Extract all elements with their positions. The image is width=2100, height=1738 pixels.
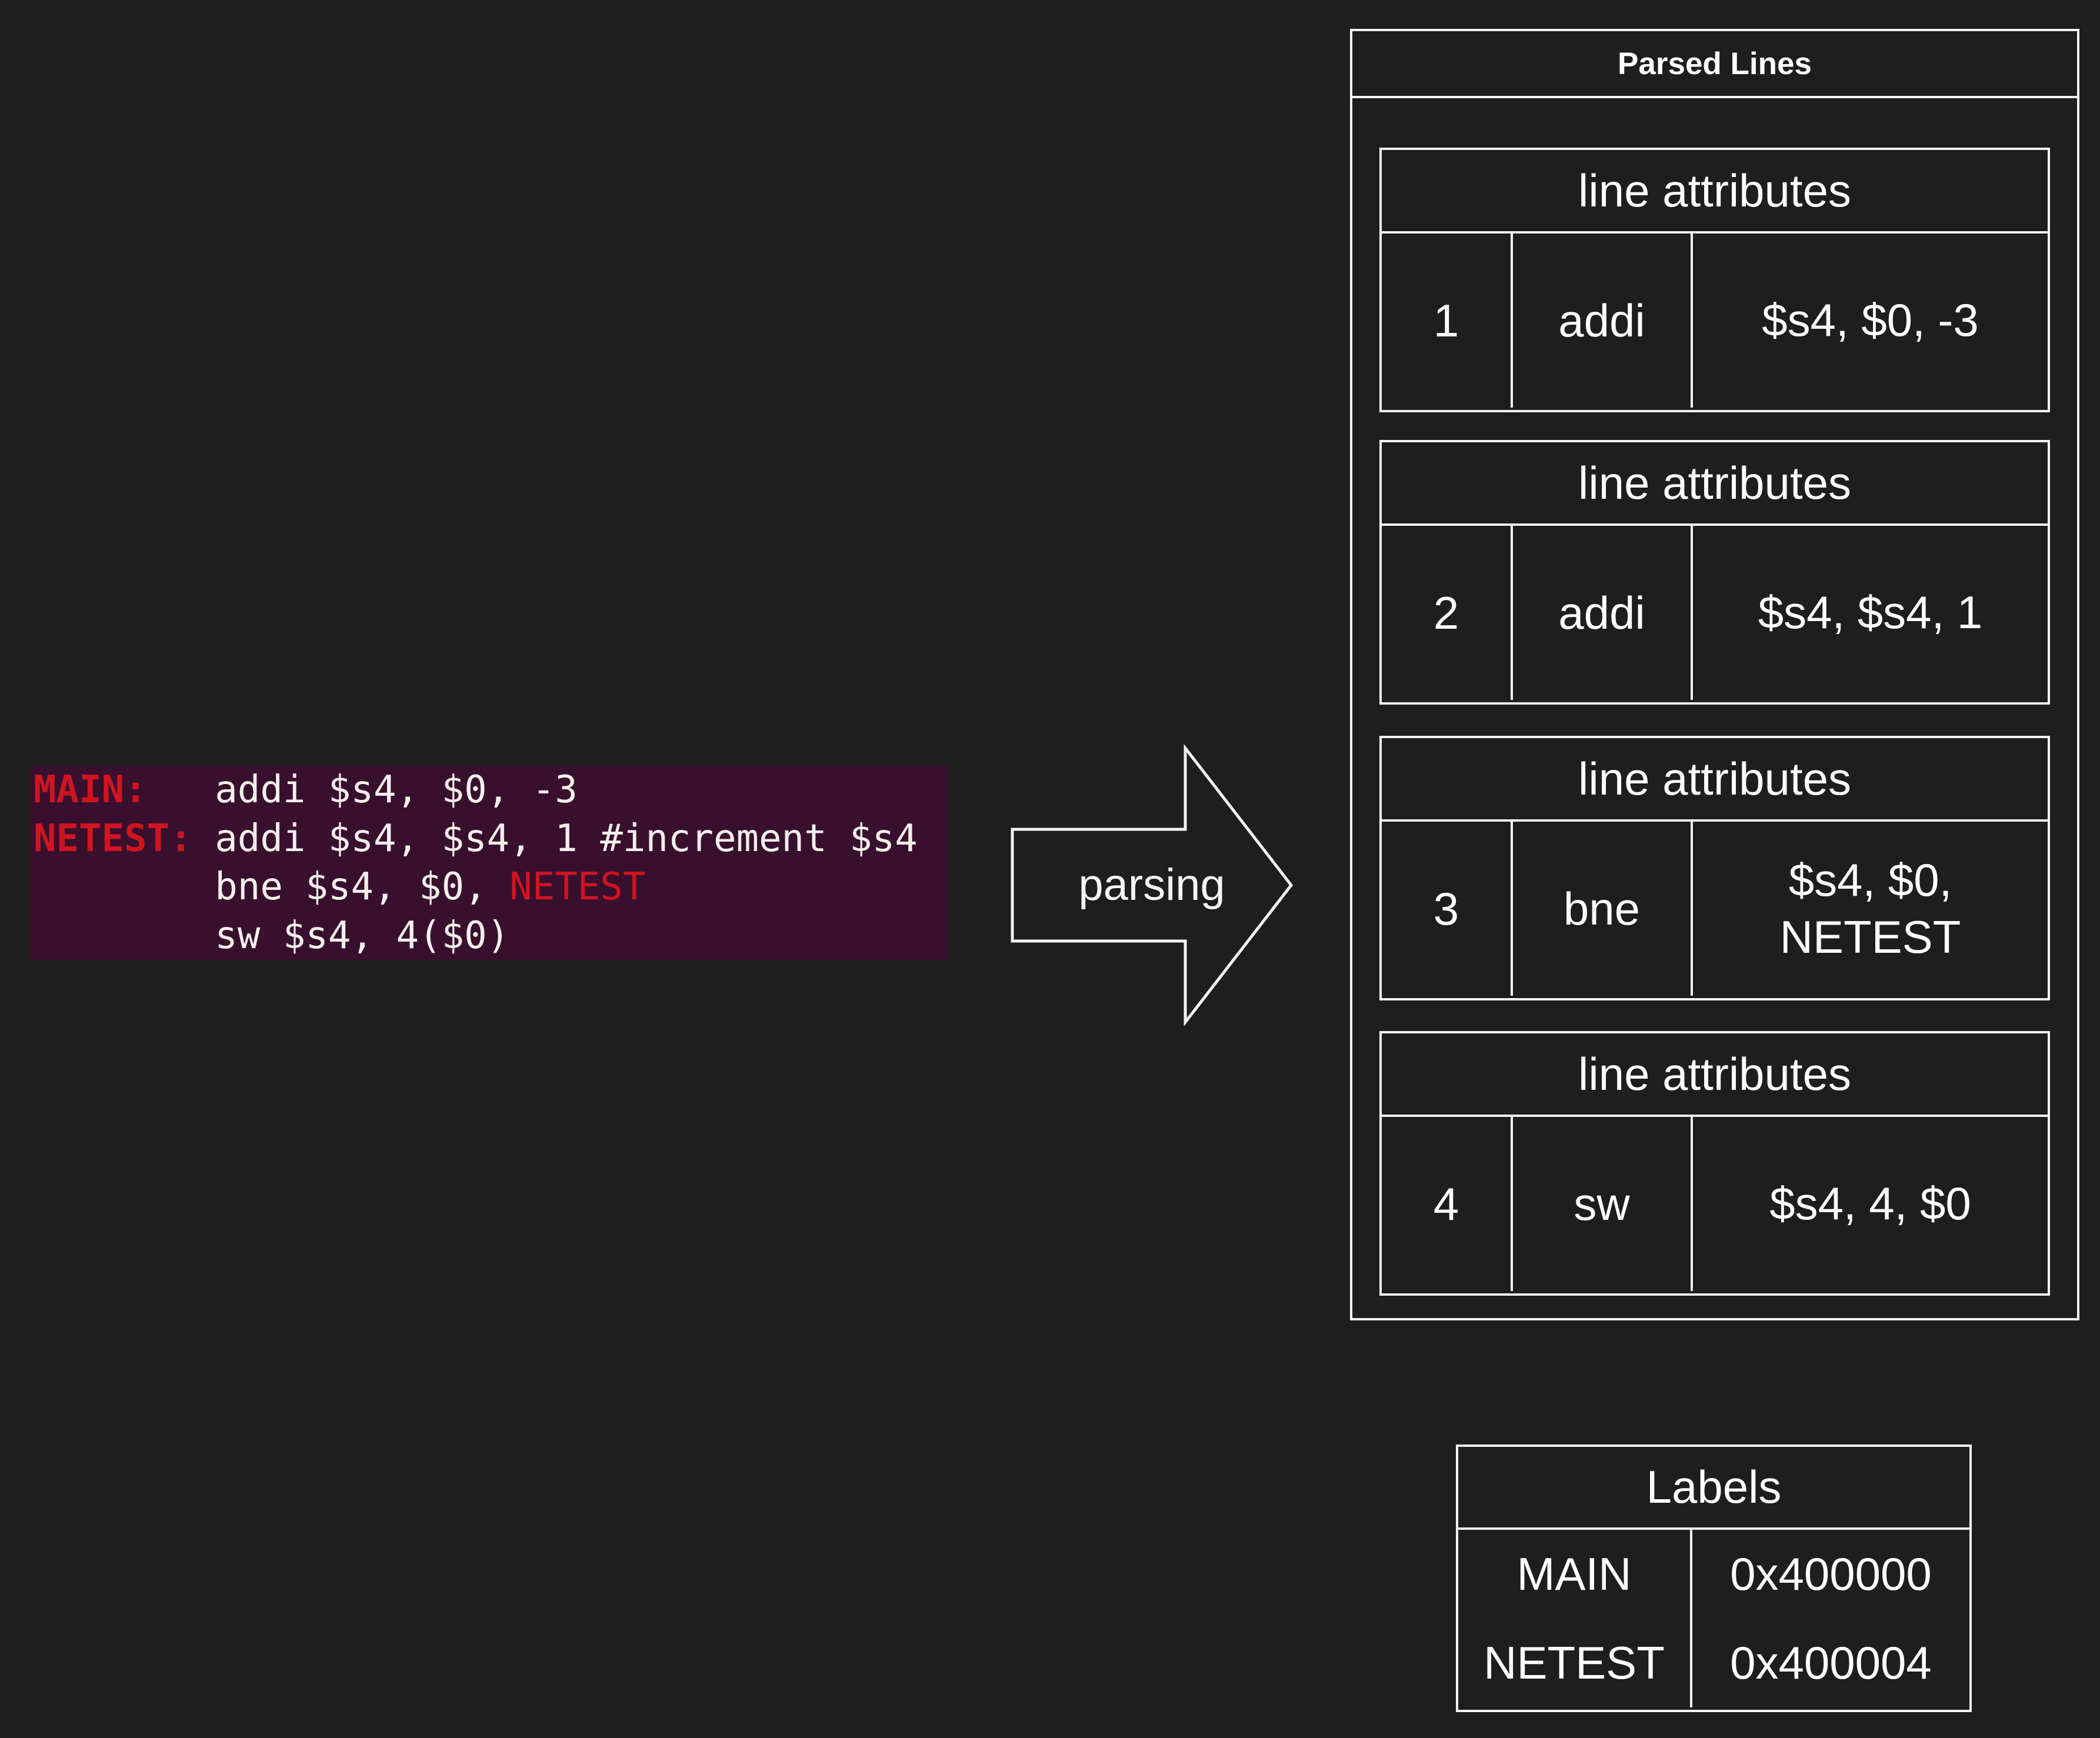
operands-cell-1: $s4, $0, -3 (1762, 294, 1979, 346)
code-instruction-1: addi $s4, $0, -3 (146, 768, 578, 812)
code-line-1: MAIN: addi $s4, $0, -3 (34, 766, 948, 815)
code-label-main: MAIN: (34, 768, 147, 812)
parsed-line-table-3: line attributes 3 bne $s4, $0, NETEST (1379, 736, 2050, 1000)
source-code-block: MAIN: addi $s4, $0, -3 NETEST: addi $s4,… (29, 766, 948, 960)
opcode-cell-1: addi (1513, 233, 1693, 408)
operands-cell-4: $s4, 4, $0 (1769, 1177, 1971, 1230)
line-attributes-row-3: 3 bne $s4, $0, NETEST (1382, 822, 2048, 996)
label-name-netest: NETEST (1484, 1637, 1665, 1689)
code-branch-target: NETEST (509, 865, 646, 909)
line-number-cell-1: 1 (1382, 233, 1513, 408)
code-instruction-2: addi $s4, $s4, 1 #increment $s4 (192, 816, 918, 860)
labels-name-column: MAIN NETEST (1458, 1530, 1692, 1707)
arrow-label: parsing (1078, 860, 1225, 910)
parsed-line-table-4: line attributes 4 sw $s4, 4, $0 (1379, 1031, 2050, 1296)
opcode-cell-4: sw (1513, 1117, 1693, 1291)
line-attributes-row-1: 1 addi $s4, $0, -3 (1382, 233, 2048, 408)
opcode-cell-3: bne (1513, 822, 1693, 996)
label-address-main: 0x400000 (1730, 1548, 1932, 1600)
line-number-cell-2: 2 (1382, 526, 1513, 700)
code-line-4: sw $s4, 4($0) (34, 912, 948, 960)
parsed-lines-title: Parsed Lines (1352, 31, 2077, 98)
code-instruction-4: sw $s4, 4($0) (34, 913, 510, 958)
line-attributes-row-4: 4 sw $s4, 4, $0 (1382, 1117, 2048, 1291)
parsing-arrow: parsing (1011, 745, 1294, 1026)
labels-title: Labels (1458, 1447, 1969, 1530)
line-attributes-row-2: 2 addi $s4, $s4, 1 (1382, 526, 2048, 700)
parsed-lines-panel: Parsed Lines line attributes 1 addi $s4,… (1350, 29, 2079, 1320)
opcode-cell-2: addi (1513, 526, 1693, 700)
code-line-2: NETEST: addi $s4, $s4, 1 #increment $s4 (34, 815, 948, 863)
operands-cell-3: $s4, $0, NETEST (1779, 853, 1961, 963)
operands-cell-2: $s4, $s4, 1 (1758, 586, 1983, 639)
labels-address-column: 0x400000 0x400004 (1692, 1530, 1969, 1707)
label-address-netest: 0x400004 (1730, 1637, 1932, 1689)
line-attributes-header-3: line attributes (1382, 738, 2048, 822)
labels-table: Labels MAIN NETEST 0x400000 0x400004 (1456, 1445, 1972, 1712)
label-name-main: MAIN (1516, 1548, 1632, 1600)
line-attributes-header-2: line attributes (1382, 442, 2048, 526)
code-label-netest: NETEST: (34, 816, 192, 860)
parsed-line-table-2: line attributes 2 addi $s4, $s4, 1 (1379, 440, 2050, 705)
line-number-cell-3: 3 (1382, 822, 1513, 996)
line-attributes-header-4: line attributes (1382, 1033, 2048, 1117)
parsed-line-table-1: line attributes 1 addi $s4, $0, -3 (1379, 148, 2050, 412)
code-line-3: bne $s4, $0, NETEST (34, 863, 948, 912)
code-instruction-3: bne $s4, $0, (34, 865, 510, 909)
line-attributes-header-1: line attributes (1382, 150, 2048, 233)
labels-body: MAIN NETEST 0x400000 0x400004 (1458, 1530, 1969, 1707)
line-number-cell-4: 4 (1382, 1117, 1513, 1291)
arrow-shape (1011, 745, 1294, 1026)
